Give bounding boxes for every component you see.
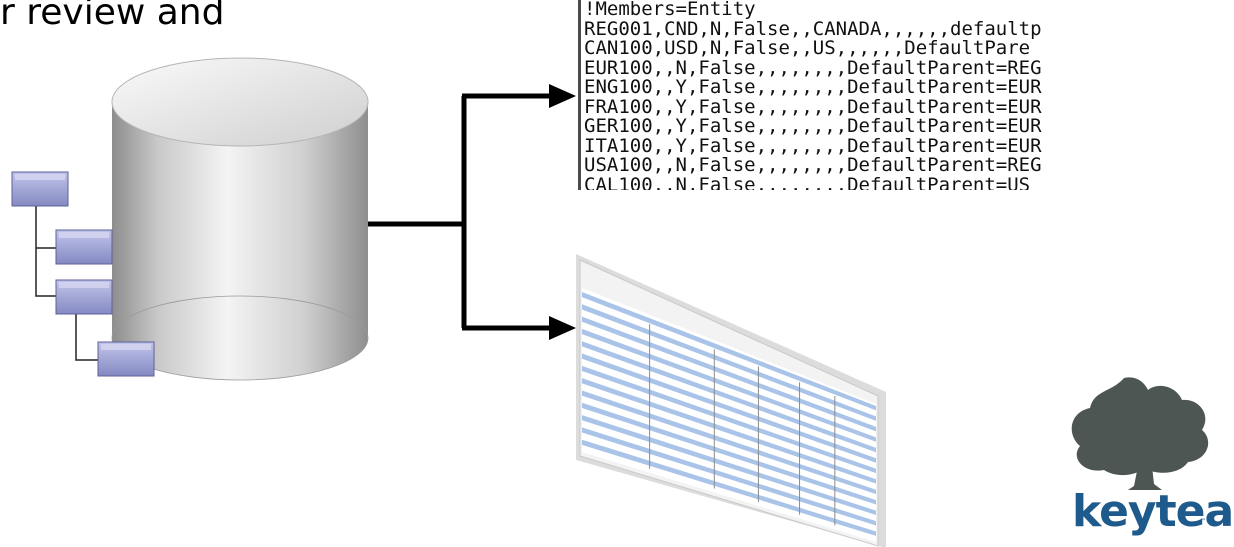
slide-heading: r review and: [0, 0, 225, 33]
csv-file-preview: !Members=Entity REG001,CND,N,False,,CANA…: [578, 0, 1234, 190]
hierarchy-tree-icon: [11, 171, 155, 377]
csv-line: CAN100,USD,N,False,,US,,,,,,DefaultPare: [584, 37, 1031, 59]
arrow-to-file-icon: [549, 84, 576, 108]
grid-row-band: [582, 439, 876, 536]
grid-row-band: [582, 427, 876, 526]
grid-row-band: [582, 304, 876, 421]
oak-tree-logo-icon: [1071, 377, 1209, 490]
csv-line: USA100,,N,False,,,,,,,,DefaultParent=REG: [584, 154, 1042, 176]
csv-line: ITA100,,Y,False,,,,,,,,DefaultParent=EUR: [584, 134, 1042, 157]
grid-row-band: [582, 328, 876, 442]
grid-columns: [649, 324, 836, 526]
csv-line: GER100,,Y,False,,,,,,,,DefaultParent=EUR: [584, 115, 1042, 137]
csv-lines: !Members=Entity REG001,CND,N,False,,CANA…: [581, 0, 1234, 190]
csv-line: CAL100,,N,False,,,,,,,,DefaultParent=US: [584, 173, 1031, 190]
keyteach-logo-wordmark: keyteach: [1072, 486, 1234, 537]
arrow-to-grid-icon: [549, 316, 576, 340]
grid-row-band: [582, 316, 876, 432]
spreadsheet-grid-icon: [576, 254, 886, 547]
logo-trademark: ™: [1200, 518, 1206, 525]
connector-arrows: [368, 84, 576, 340]
tree-node-grandchild: [97, 341, 155, 377]
grid-row-band: [582, 292, 876, 411]
csv-line: REG001,CND,N,False,,CANADA,,,,,,defaultp: [584, 17, 1042, 40]
database-cylinder-icon: [111, 57, 369, 381]
csv-line: EUR100,,N,False,,,,,,,,DefaultParent=REG: [584, 56, 1042, 79]
grid-row-band: [582, 415, 876, 516]
tree-node-child-2: [55, 279, 113, 315]
tree-node-root: [11, 171, 69, 207]
grid-row-band: [582, 341, 876, 453]
tree-node-child-1: [55, 229, 113, 265]
grid-row-band: [582, 402, 876, 505]
grid-row-band: [582, 365, 876, 474]
grid-row-band: [582, 390, 876, 495]
csv-line: ENG100,,Y,False,,,,,,,,DefaultParent=EUR: [584, 76, 1042, 98]
grid-rows: [582, 292, 876, 536]
csv-line: !Members=Entity: [584, 0, 756, 20]
csv-line: FRA100,,Y,False,,,,,,,,DefaultParent=EUR: [584, 95, 1042, 118]
grid-row-band: [582, 353, 876, 463]
grid-row-band: [582, 378, 876, 484]
